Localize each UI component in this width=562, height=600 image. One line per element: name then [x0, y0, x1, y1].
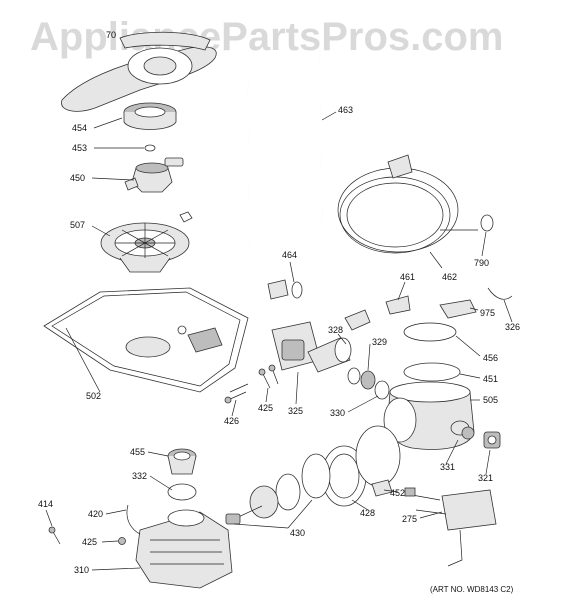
callout-326: 326: [505, 322, 520, 332]
spray-arm-part[interactable]: [61, 31, 217, 112]
chopper-assembly-part[interactable]: [167, 448, 197, 475]
callout-310: 310: [74, 565, 89, 575]
callout-462: 462: [442, 272, 457, 282]
seal-part[interactable]: [374, 380, 390, 400]
motor-part[interactable]: [135, 509, 233, 589]
callout-331: 331: [440, 462, 455, 472]
callout-332: 332: [132, 471, 147, 481]
callout-330: 330: [330, 408, 345, 418]
callout-507: 507: [70, 220, 85, 230]
leader-lines: [45, 111, 513, 571]
callout-453: 453: [72, 143, 87, 153]
sump-housing-part[interactable]: [383, 381, 475, 450]
screw-part[interactable]: [118, 537, 126, 545]
callout-420: 420: [88, 509, 103, 519]
clamp-part[interactable]: [355, 425, 401, 497]
check-valve-part[interactable]: [360, 370, 376, 390]
screw-part[interactable]: [258, 364, 279, 389]
callout-430: 430: [290, 528, 305, 538]
callout-425-top: 425: [258, 403, 273, 413]
watermark-text: AppliancePartsPros.com: [30, 15, 504, 59]
tub-plate-part[interactable]: [43, 287, 249, 393]
callout-975: 975: [480, 308, 495, 318]
callout-321: 321: [478, 473, 493, 483]
callout-70: 70: [106, 30, 116, 40]
callout-455: 455: [130, 447, 145, 457]
wash-arm-hub-part[interactable]: [124, 157, 184, 193]
callout-426: 426: [224, 416, 239, 426]
callout-502: 502: [86, 391, 101, 401]
drain-hose-part[interactable]: [337, 154, 478, 254]
screw-part[interactable]: [48, 526, 61, 545]
sensor-part[interactable]: [461, 426, 475, 440]
thermostat-part[interactable]: [483, 431, 501, 449]
callout-461: 461: [400, 272, 415, 282]
screw-part[interactable]: [224, 383, 249, 404]
heater-ring-part[interactable]: [403, 362, 461, 382]
callout-450: 450: [70, 173, 85, 183]
callout-456: 456: [483, 353, 498, 363]
mounting-bracket-part[interactable]: [439, 299, 477, 319]
hose-clamp-part[interactable]: [480, 214, 494, 232]
supply-tube-part[interactable]: [247, 7, 375, 331]
wire-part[interactable]: [487, 287, 513, 300]
callout-505: 505: [483, 395, 498, 405]
bracket-part[interactable]: [385, 295, 411, 315]
callout-labels: 70 454 453 450 507 502 463 464 462 790 4…: [38, 30, 520, 575]
callout-464: 464: [282, 250, 297, 260]
filter-assembly-part[interactable]: [100, 211, 193, 273]
callout-790: 790: [474, 258, 489, 268]
control-board-part[interactable]: [404, 487, 497, 567]
callout-414: 414: [38, 499, 53, 509]
o-ring-part[interactable]: [144, 144, 156, 152]
hose-clamp-part[interactable]: [291, 281, 303, 299]
callout-428: 428: [360, 508, 375, 518]
callout-452: 452: [390, 488, 405, 498]
callout-425-bottom: 425: [82, 537, 97, 547]
gasket-part[interactable]: [403, 322, 457, 342]
callout-275: 275: [402, 514, 417, 524]
callout-463: 463: [338, 105, 353, 115]
art-number: (ART NO. WD8143 C2): [430, 585, 514, 594]
wire-part[interactable]: [126, 504, 141, 535]
callout-325: 325: [288, 406, 303, 416]
callout-451: 451: [483, 374, 498, 384]
callout-454: 454: [72, 123, 87, 133]
seal-part[interactable]: [167, 483, 197, 501]
spray-arm-manifold-part[interactable]: [123, 102, 177, 130]
callout-329: 329: [372, 337, 387, 347]
o-ring-part[interactable]: [347, 367, 361, 385]
callout-328: 328: [328, 325, 343, 335]
drain-pump-part[interactable]: [271, 321, 352, 373]
impeller-assembly-part[interactable]: [225, 453, 331, 525]
